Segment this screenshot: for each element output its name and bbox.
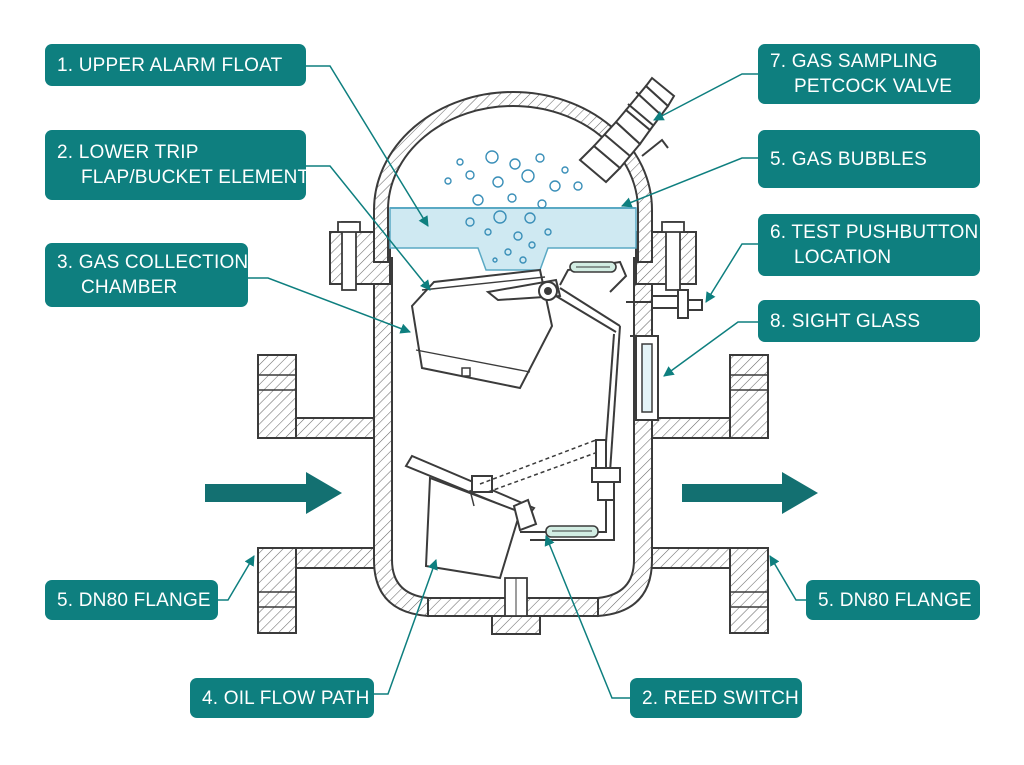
callout-sight-glass: 8. SIGHT GLASS xyxy=(758,300,980,342)
callout-gas-collection-chamber: 3. GAS COLLECTION CHAMBER xyxy=(45,243,248,307)
leader-sight-glass xyxy=(663,321,758,377)
callout-dn80-flange-left: 5. DN80 FLANGE xyxy=(45,580,218,620)
leader-lower-trip xyxy=(306,165,431,291)
callout-line: 5. GAS BUBBLES xyxy=(770,148,927,170)
leader-gas-collection xyxy=(248,277,411,334)
callout-line: 4. OIL FLOW PATH xyxy=(202,687,370,709)
upper-reed-switch xyxy=(569,261,617,273)
leader-upper-alarm-float xyxy=(306,65,429,227)
callout-line: 5. DN80 FLANGE xyxy=(818,589,972,611)
inlet-flange xyxy=(257,354,297,634)
callout-test-pushbutton: 6. TEST PUSHBUTTON LOCATION xyxy=(758,214,980,276)
leader-test-pushbutton xyxy=(705,243,758,303)
lower-reed-switch xyxy=(545,525,599,538)
gas-layer xyxy=(389,207,637,271)
callout-line: 8. SIGHT GLASS xyxy=(770,310,921,332)
callout-gas-sampling-petcock: 7. GAS SAMPLING PETCOCK VALVE xyxy=(758,44,980,104)
callout-upper-alarm-float: 1. UPPER ALARM FLOAT xyxy=(45,44,306,86)
test-pushbutton xyxy=(626,289,703,319)
callout-line: 6. TEST PUSHBUTTON xyxy=(770,222,979,243)
sight-glass xyxy=(630,335,659,421)
petcock-valve xyxy=(578,76,676,184)
lower-flap-bucket xyxy=(404,454,538,580)
callout-line: 1. UPPER ALARM FLOAT xyxy=(57,54,283,76)
dome-cover xyxy=(373,91,653,263)
callout-line: CHAMBER xyxy=(81,277,178,298)
callout-line: PETCOCK VALVE xyxy=(794,76,953,97)
callout-line: 2. LOWER TRIP xyxy=(57,142,199,163)
gas-bubbles xyxy=(444,150,583,264)
callout-gas-bubbles: 5. GAS BUBBLES xyxy=(758,130,980,188)
leader-dn80-left xyxy=(218,555,255,601)
outlet-flow-arrow xyxy=(682,472,818,514)
leader-gas-sampling xyxy=(653,73,758,121)
leader-lines xyxy=(218,65,806,699)
leader-gas-bubbles xyxy=(621,157,758,208)
callout-lower-trip-element: 2. LOWER TRIP FLAP/BUCKET ELEMENT xyxy=(45,130,310,200)
inlet-flow-arrow xyxy=(205,472,342,514)
leader-oil-flow xyxy=(374,559,438,695)
callout-dn80-flange-right: 5. DN80 FLANGE xyxy=(806,580,980,620)
callout-line: FLAP/BUCKET ELEMENT xyxy=(81,167,310,188)
callout-line: 2. REED SWITCH xyxy=(642,687,799,709)
drain-plug xyxy=(491,577,541,635)
callout-line: 7. GAS SAMPLING xyxy=(770,51,938,72)
leader-dn80-right xyxy=(769,555,806,601)
callout-oil-flow-path: 4. OIL FLOW PATH xyxy=(190,678,374,718)
callout-line: LOCATION xyxy=(794,247,892,268)
leader-reed-switch xyxy=(544,535,630,699)
callout-line: 5. DN80 FLANGE xyxy=(57,589,211,611)
callout-line: 3. GAS COLLECTION xyxy=(57,252,249,273)
outlet-flange xyxy=(729,354,769,634)
callout-reed-switch: 2. REED SWITCH xyxy=(630,678,802,718)
